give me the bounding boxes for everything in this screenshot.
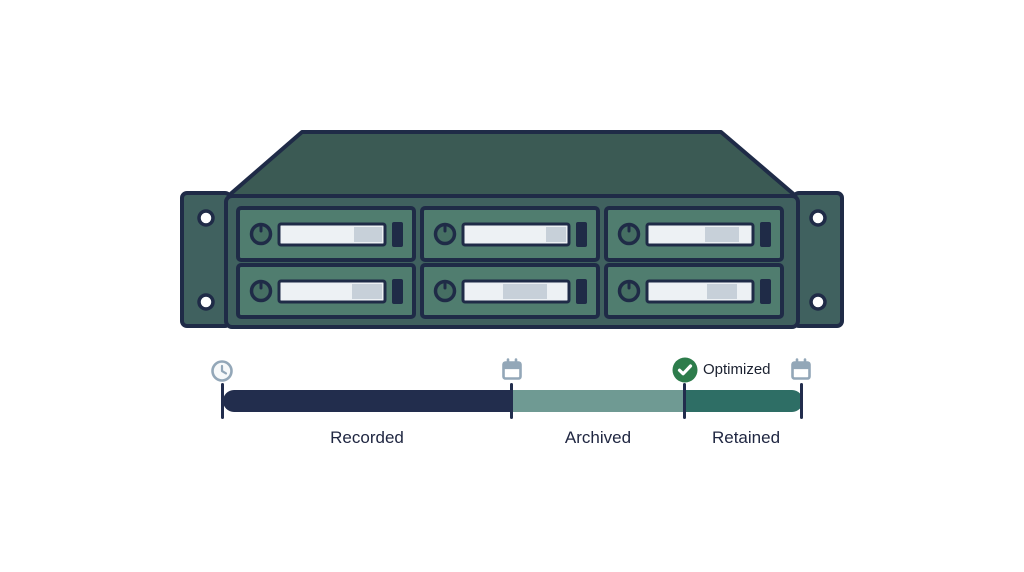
drive-bay	[420, 263, 600, 319]
drive-eject-notch	[576, 279, 587, 304]
drive-eject-notch	[392, 279, 403, 304]
calendar-icon	[502, 358, 522, 380]
drive-slot-fill	[705, 227, 739, 242]
check-badge-icon	[672, 357, 698, 383]
drive-bay	[236, 263, 416, 319]
drive-slot-bar	[461, 222, 571, 247]
timeline-tick	[510, 383, 513, 419]
drive-slot-fill	[503, 284, 547, 299]
timeline-tick	[221, 383, 224, 419]
drive-slot-fill	[354, 227, 382, 242]
screw-hole-icon	[197, 293, 215, 311]
timeline-segment-archived	[513, 390, 686, 412]
retention-timeline-bar	[223, 390, 803, 412]
drive-eject-notch	[760, 279, 771, 304]
calendar-icon	[791, 358, 811, 380]
timeline-tick	[683, 383, 686, 419]
drive-eject-notch	[392, 222, 403, 247]
server-top-lid	[225, 130, 799, 199]
drive-slot-bar	[645, 279, 755, 304]
drive-slot-fill	[707, 284, 737, 299]
screw-hole-icon	[809, 293, 827, 311]
drive-slot-fill	[352, 284, 382, 299]
optimized-label: Optimized	[703, 361, 771, 378]
timeline-segment-retained	[686, 390, 803, 412]
timeline-label-archived: Archived	[564, 428, 632, 447]
screw-hole-icon	[809, 209, 827, 227]
timeline-tick	[800, 383, 803, 419]
drive-bay	[420, 206, 600, 262]
drive-bay	[604, 263, 784, 319]
drive-bay	[236, 206, 416, 262]
timeline-segment-recorded	[223, 390, 513, 412]
screw-hole-icon	[197, 209, 215, 227]
drive-eject-notch	[760, 222, 771, 247]
drive-eject-notch	[576, 222, 587, 247]
clock-icon	[211, 360, 233, 382]
timeline-label-retained: Retained	[711, 428, 781, 447]
drive-slot-fill	[546, 227, 566, 242]
timeline-label-recorded: Recorded	[330, 428, 404, 447]
drive-bay	[604, 206, 784, 262]
